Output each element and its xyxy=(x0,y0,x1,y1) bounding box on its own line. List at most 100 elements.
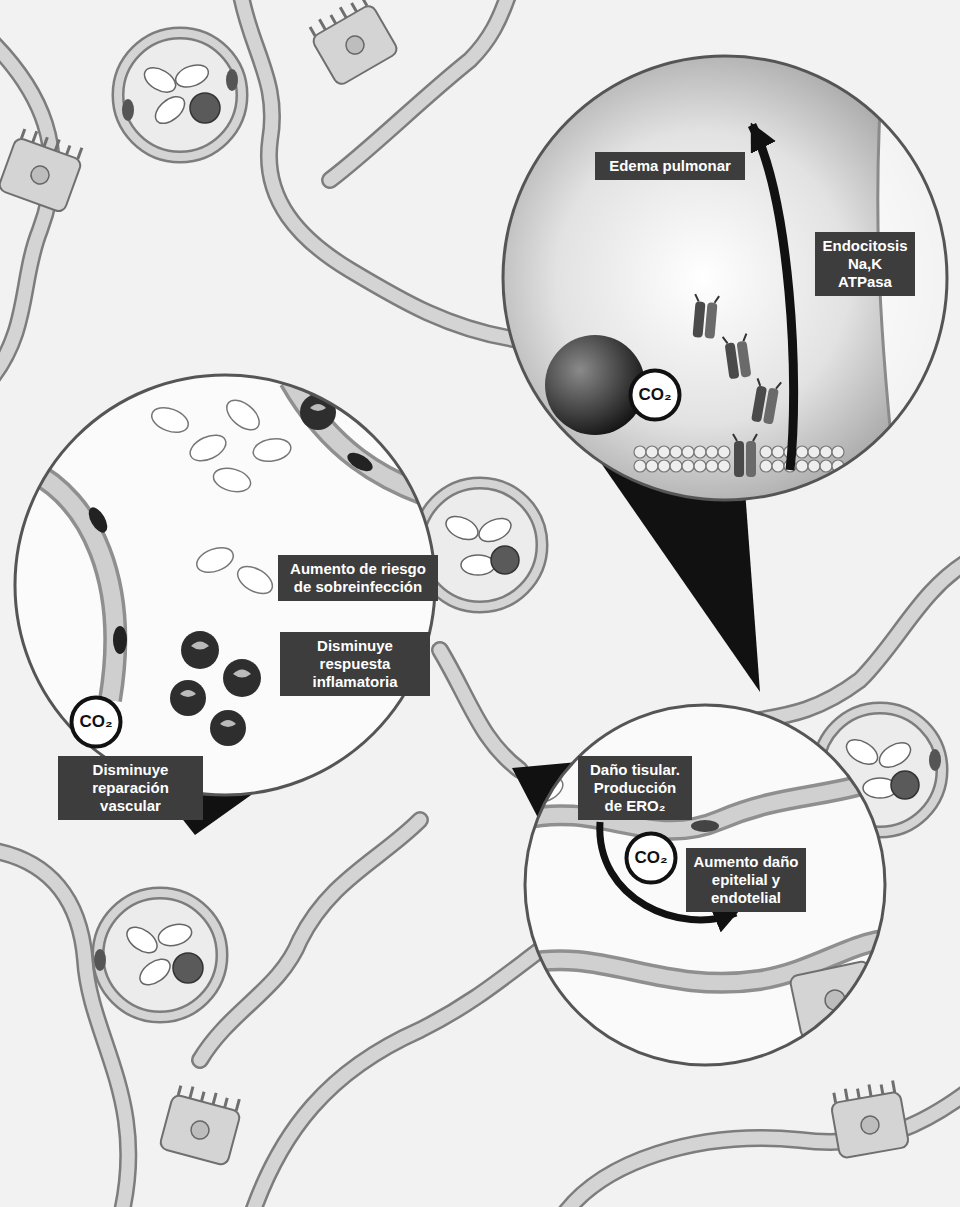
cell-nucleus xyxy=(343,33,368,58)
lipid xyxy=(718,446,730,458)
label-box: Aumento daño epitelial y endotelial xyxy=(686,848,806,912)
pump-half xyxy=(734,441,744,477)
epithelial-cell xyxy=(159,1082,244,1166)
lipid xyxy=(760,460,772,472)
pump-half xyxy=(704,302,717,339)
epithelial-cell xyxy=(0,125,87,213)
lipid xyxy=(706,460,718,472)
red-cell xyxy=(842,735,881,769)
epithelial-cell xyxy=(789,960,883,1051)
microvilli xyxy=(834,1080,895,1102)
red-cell xyxy=(140,63,179,97)
lipid xyxy=(772,446,784,458)
white-cell xyxy=(190,93,220,123)
cell-nucleus xyxy=(189,1119,211,1141)
magnified-view-border xyxy=(15,375,435,795)
na-k-atpase xyxy=(750,378,781,425)
endothelial-nucleus xyxy=(691,820,719,832)
lipid xyxy=(760,446,772,458)
white-cell xyxy=(524,744,556,776)
lipid xyxy=(670,460,682,472)
circle-outline xyxy=(627,834,676,883)
lipid xyxy=(820,460,832,472)
label-text: Endocitosis Na,K ATPasa xyxy=(821,237,909,291)
magnified-view xyxy=(525,705,885,1065)
label-box: Aumento de riesgo de sobreinfección xyxy=(278,555,438,601)
lipid xyxy=(706,446,718,458)
capillary-wall xyxy=(98,893,222,1017)
lipid xyxy=(670,446,682,458)
cell-nucleus xyxy=(860,1115,881,1136)
endocytosis-arrow xyxy=(752,125,794,470)
white-cell-nucleus xyxy=(233,670,251,678)
red-cell xyxy=(186,430,230,466)
lipid xyxy=(658,446,670,458)
vessel-wall xyxy=(30,470,115,700)
white-cell xyxy=(891,771,919,799)
red-cell xyxy=(151,91,190,128)
red-cell xyxy=(251,436,292,464)
red-cell xyxy=(442,512,481,544)
label-text: Aumento de riesgo de sobreinfección xyxy=(284,560,432,596)
red-cell xyxy=(156,921,194,949)
magnified-content xyxy=(545,40,960,520)
red-cell xyxy=(475,514,514,546)
label-box: Endocitosis Na,K ATPasa xyxy=(815,232,915,296)
endothelial-nucleus xyxy=(94,949,106,971)
label-box: Daño tisular. Producción de ERO₂ xyxy=(578,756,692,820)
white-cell-nucleus xyxy=(220,720,236,727)
magnified-view xyxy=(15,375,435,795)
endothelial-nucleus xyxy=(929,749,941,771)
microvilli xyxy=(808,1026,869,1050)
lipid xyxy=(820,446,832,458)
vessel-wall xyxy=(290,380,440,500)
magnified-view-border xyxy=(503,56,947,500)
lipid xyxy=(796,460,808,472)
white-cell xyxy=(223,659,261,697)
label-text: CO₂ xyxy=(79,712,112,732)
white-cell xyxy=(181,631,219,669)
lipid xyxy=(634,460,646,472)
label-box: Edema pulmonar xyxy=(595,152,745,180)
label-box: Disminuye reparación vascular xyxy=(58,756,203,820)
capillary-wall xyxy=(118,33,242,157)
red-cell xyxy=(211,464,253,495)
cell-body xyxy=(831,1091,910,1158)
red-cell xyxy=(122,922,161,958)
white-cell xyxy=(173,953,203,983)
microvilli xyxy=(21,127,81,159)
white-cell-nucleus xyxy=(310,404,326,411)
lipid xyxy=(682,460,694,472)
lipid xyxy=(682,446,694,458)
lipid xyxy=(718,460,730,472)
endothelial-nucleus xyxy=(113,626,127,654)
vessel-wall xyxy=(290,380,440,500)
capillary-wall xyxy=(118,33,242,157)
red-cell xyxy=(135,954,174,990)
pump-half xyxy=(763,387,779,424)
cell-body xyxy=(789,960,881,1039)
microvilli xyxy=(309,0,367,36)
pump-half xyxy=(746,441,756,477)
na-k-atpase xyxy=(723,334,753,380)
capillary xyxy=(118,33,242,157)
label-text: CO₂ xyxy=(638,385,671,405)
lipid xyxy=(658,460,670,472)
lipid xyxy=(646,446,658,458)
white-cell xyxy=(300,394,336,430)
capillary xyxy=(94,893,222,1017)
pump-tail xyxy=(695,294,720,303)
lipid xyxy=(796,446,808,458)
red-cell xyxy=(461,555,495,575)
cell-nucleus xyxy=(28,163,51,186)
circle-outline xyxy=(72,698,121,747)
label-text: Disminuye reparación vascular xyxy=(64,761,197,815)
circle-outline xyxy=(631,371,680,420)
pump-tail xyxy=(733,434,757,441)
white-cell-nucleus xyxy=(191,642,209,650)
pump-half xyxy=(725,342,740,379)
red-cell xyxy=(148,403,191,437)
